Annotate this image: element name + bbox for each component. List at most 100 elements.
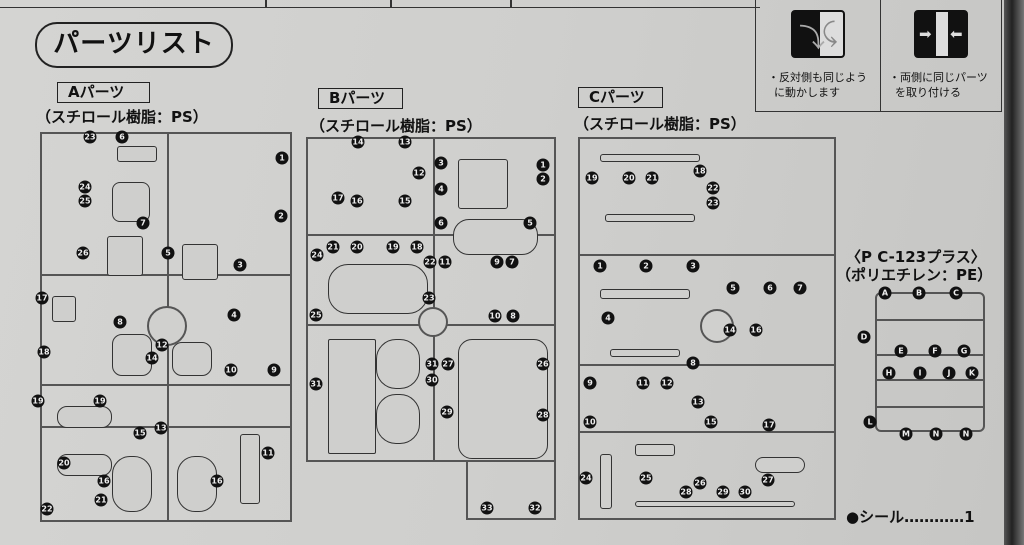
part-number: 9 [583,376,597,390]
part-number: 7 [505,255,519,269]
part-number: 13 [691,395,705,409]
runner-a-material: （スチロール樹脂：PS） [36,108,208,126]
part-letter: C [949,286,963,300]
part-number: 4 [227,308,241,322]
part-letter: N [929,427,943,441]
part-number: 9 [490,255,504,269]
part-number: 10 [583,415,597,429]
part-number: 17 [35,291,49,305]
part-number: 20 [622,171,636,185]
part-letter: N [959,427,973,441]
part-number: 2 [536,172,550,186]
part-number: 6 [115,130,129,144]
part-number: 23 [83,130,97,144]
part-letter: E [894,344,908,358]
part-number: 1 [275,151,289,165]
sticker-quantity: 1 [964,508,975,526]
part-number: 8 [506,309,520,323]
part-number: 19 [31,394,45,408]
part-number: 26 [693,476,707,490]
part-number: 17 [331,191,345,205]
part-number: 24 [310,248,324,262]
part-number: 25 [309,308,323,322]
sticker-count: ●シール…………1 [846,506,975,527]
part-number: 21 [645,171,659,185]
part-number: 33 [480,501,494,515]
part-number: 24 [579,471,593,485]
part-number: 14 [145,351,159,365]
runner-pc-material: （ポリエチレン：PE） [836,266,993,284]
runner-b [306,137,556,462]
part-number: 23 [706,196,720,210]
part-number: 13 [398,135,412,149]
mirror-rotate-icon: ⤵ ⤹ [791,10,845,58]
part-number: 21 [326,240,340,254]
part-number: 28 [536,408,550,422]
part-number: 26 [536,357,550,371]
runner-a-label: Aパーツ [57,82,150,103]
part-number: 6 [763,281,777,295]
runner-b-material: （スチロール樹脂：PS） [310,117,482,135]
divider [510,0,512,8]
part-letter: D [857,330,871,344]
part-number: 27 [761,473,775,487]
part-number: 3 [686,259,700,273]
part-number: 12 [155,338,169,352]
part-number: 25 [78,194,92,208]
part-number: 16 [97,474,111,488]
part-number: 20 [350,240,364,254]
legend-text: ・反対側も同じように動かします [768,71,867,99]
part-number: 24 [78,180,92,194]
page-binding-edge [1004,0,1024,545]
part-number: 23 [422,291,436,305]
part-letter: M [899,427,913,441]
part-number: 22 [40,502,54,516]
part-number: 15 [398,194,412,208]
part-number: 27 [441,357,455,371]
part-number: 11 [636,376,650,390]
legend-attach: ➡ ⬅ ・両側に同じパーツを取り付ける [880,0,1002,112]
part-number: 20 [57,456,71,470]
runner-c-label: Cパーツ [578,87,663,108]
part-number: 22 [706,181,720,195]
attach-both-sides-icon: ➡ ⬅ [914,10,968,58]
divider [265,0,267,8]
part-number: 29 [440,405,454,419]
runner-a [40,132,292,522]
part-number: 2 [274,209,288,223]
part-number: 10 [488,309,502,323]
leader-dots: ………… [904,508,965,526]
part-number: 4 [434,182,448,196]
part-number: 21 [94,493,108,507]
part-letter: I [913,366,927,380]
part-number: 5 [523,216,537,230]
part-number: 14 [351,135,365,149]
part-number: 30 [738,485,752,499]
part-number: 19 [585,171,599,185]
part-letter: L [863,415,877,429]
legend-text: ・両側に同じパーツを取り付ける [889,71,988,99]
part-letter: K [965,366,979,380]
part-number: 16 [350,194,364,208]
sticker-label: ●シール [846,508,905,526]
part-number: 31 [309,377,323,391]
top-table-edge [0,0,760,8]
part-number: 13 [154,421,168,435]
part-number: 17 [762,418,776,432]
part-letter: B [912,286,926,300]
part-number: 32 [528,501,542,515]
part-number: 1 [536,158,550,172]
part-number: 18 [410,240,424,254]
part-number: 29 [716,485,730,499]
page-title: パーツリスト [35,22,233,68]
part-letter: H [882,366,896,380]
part-number: 4 [601,311,615,325]
part-number: 25 [639,471,653,485]
part-number: 12 [660,376,674,390]
runner-b-label: Bパーツ [318,88,403,109]
part-number: 5 [161,246,175,260]
part-number: 15 [133,426,147,440]
part-number: 12 [412,166,426,180]
part-number: 7 [136,216,150,230]
part-number: 22 [423,255,437,269]
